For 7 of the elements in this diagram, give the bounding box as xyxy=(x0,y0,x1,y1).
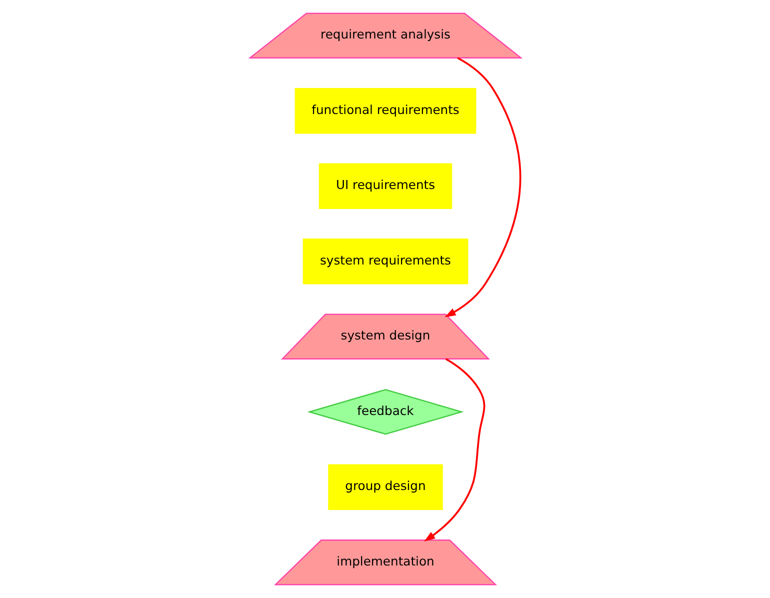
arrow xyxy=(424,358,485,542)
arrow xyxy=(444,57,521,318)
node-box: UI requirements xyxy=(318,163,452,209)
node-box: system requirements xyxy=(302,238,468,284)
node-box: functional requirements xyxy=(294,88,476,134)
node-box: group design xyxy=(328,464,442,510)
node-diamond: feedback xyxy=(306,389,464,435)
